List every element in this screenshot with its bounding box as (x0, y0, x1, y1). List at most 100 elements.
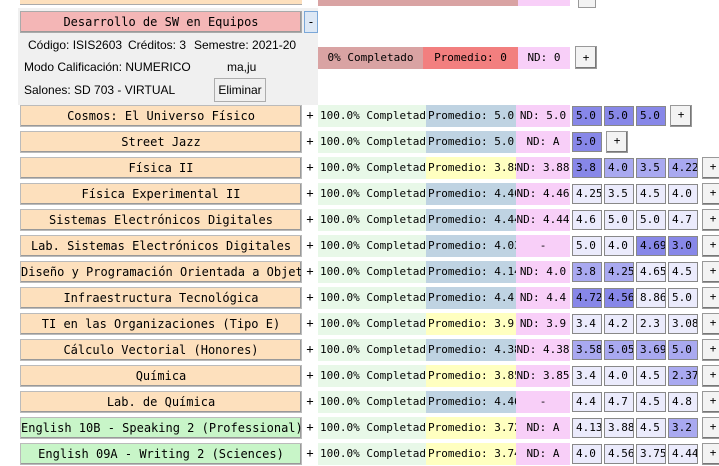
add-grade-button[interactable]: + (702, 209, 719, 231)
grade-cell[interactable]: 3.8 (572, 262, 602, 282)
grade-cell[interactable]: 5.0 (668, 288, 698, 308)
expand-course-icon[interactable]: + (306, 212, 314, 226)
expand-course-icon[interactable]: + (306, 264, 314, 278)
expand-course-icon[interactable]: + (306, 368, 314, 382)
add-grade-button[interactable]: + (702, 391, 719, 413)
grade-cell[interactable]: 5.0 (604, 210, 634, 230)
grade-cell[interactable]: 8.86 (636, 288, 666, 308)
add-grade-button[interactable]: + (702, 339, 719, 361)
delete-button[interactable]: Eliminar (214, 78, 266, 102)
expand-course-icon[interactable]: + (306, 238, 314, 252)
grade-cell[interactable]: 5.0 (604, 106, 634, 126)
course-name-button[interactable]: Lab. Sistemas Electrónicos Digitales (20, 235, 302, 257)
grade-cell[interactable]: 3.08 (668, 314, 698, 334)
course-name-button[interactable]: Cálculo Vectorial (Honores) (20, 339, 302, 361)
add-grade-button[interactable]: + (702, 235, 719, 257)
grade-cell[interactable]: 4.6 (572, 210, 602, 230)
grade-cell[interactable]: 4.13 (572, 418, 602, 438)
grade-cell[interactable]: 3.5 (636, 158, 666, 178)
grade-cell[interactable]: 3.2 (668, 418, 698, 438)
grade-cell[interactable]: 4.25 (572, 184, 602, 204)
add-grade-button[interactable]: + (702, 443, 719, 465)
grade-cell[interactable]: 5.05 (604, 340, 634, 360)
course-name-button[interactable]: Sistemas Electrónicos Digitales (20, 209, 302, 231)
expand-course-icon[interactable]: + (306, 186, 314, 200)
grade-cell[interactable]: 3.5 (604, 184, 634, 204)
expanded-add-grade-button[interactable]: + (575, 46, 597, 69)
grade-cell[interactable]: 3.58 (572, 340, 602, 360)
add-grade-button[interactable]: + (702, 365, 719, 387)
add-grade-button[interactable]: + (702, 157, 719, 179)
grade-cell[interactable]: 4.2 (604, 314, 634, 334)
grade-cell[interactable]: 3.75 (636, 444, 666, 464)
grade-cell[interactable]: 4.22 (668, 158, 698, 178)
course-promedio: Promedio: 4.44 (426, 209, 516, 231)
course-name-button[interactable]: Física II (20, 157, 302, 179)
grade-cell[interactable]: 4.25 (604, 262, 634, 282)
add-grade-button[interactable]: + (702, 313, 719, 335)
grade-cell[interactable]: 5.0 (668, 340, 698, 360)
expand-course-icon[interactable]: + (306, 290, 314, 304)
course-name-button[interactable]: English 09A - Writing 2 (Sciences) (20, 443, 302, 465)
grade-cell[interactable]: 5.0 (572, 236, 602, 256)
course-name-button[interactable]: Cosmos: El Universo Físico (20, 105, 302, 127)
course-name-button[interactable]: Física Experimental II (20, 183, 302, 205)
grade-cell[interactable]: 4.44 (668, 444, 698, 464)
expand-course-icon[interactable]: + (306, 446, 314, 460)
grade-cell[interactable]: 3.4 (572, 366, 602, 386)
grade-cell[interactable]: 2.3 (636, 314, 666, 334)
grade-cell[interactable]: 4.5 (636, 366, 666, 386)
course-name-button[interactable]: Diseño y Programación Orientada a Objet… (20, 261, 302, 283)
grade-cell[interactable]: 4.5 (636, 418, 666, 438)
grade-cell[interactable]: 3.4 (572, 314, 602, 334)
grade-cell[interactable]: 5.0 (572, 132, 602, 152)
grade-cell[interactable]: 4.7 (668, 210, 698, 230)
grade-cell[interactable]: 4.0 (668, 184, 698, 204)
grade-cell[interactable]: 3.0 (668, 236, 698, 256)
add-grade-button[interactable]: + (702, 183, 719, 205)
collapse-button[interactable]: - (304, 11, 318, 33)
add-grade-button[interactable]: + (702, 287, 719, 309)
grade-cell[interactable]: 5.0 (636, 106, 666, 126)
grade-cell[interactable]: 4.56 (604, 444, 634, 464)
course-name-button[interactable]: Química (20, 365, 302, 387)
course-name-button[interactable]: Infraestructura Tecnológica (20, 287, 302, 309)
grade-cell[interactable]: 3.8 (572, 158, 602, 178)
add-grade-button[interactable]: + (670, 105, 692, 127)
grade-cell[interactable]: 4.7 (604, 392, 634, 412)
grade-cell[interactable]: 4.8 (668, 392, 698, 412)
grade-cell[interactable]: 4.72 (572, 288, 602, 308)
grade-cell[interactable]: 4.65 (636, 262, 666, 282)
add-grade-button[interactable]: + (606, 131, 628, 153)
top-partial-button (578, 0, 596, 8)
expand-course-icon[interactable]: + (306, 394, 314, 408)
grade-cell[interactable]: 5.0 (636, 210, 666, 230)
grade-cell[interactable]: 4.69 (636, 236, 666, 256)
grade-cell[interactable]: 4.5 (636, 392, 666, 412)
grade-cell[interactable]: 4.0 (572, 444, 602, 464)
add-grade-button[interactable]: + (702, 261, 719, 283)
grade-cell[interactable]: 5.0 (572, 106, 602, 126)
course-name-button[interactable]: English 10B - Speaking 2 (Professional) (20, 417, 302, 439)
expand-course-icon[interactable]: + (306, 316, 314, 330)
grade-cell[interactable]: 4.56 (604, 288, 634, 308)
add-grade-button[interactable]: + (702, 417, 719, 439)
course-name-button[interactable]: Street Jazz (20, 131, 302, 153)
expand-course-icon[interactable]: + (306, 134, 314, 148)
expand-course-icon[interactable]: + (306, 108, 314, 122)
grade-cell[interactable]: 3.69 (636, 340, 666, 360)
course-name-button[interactable]: TI en las Organizaciones (Tipo E) (20, 313, 302, 335)
grade-cell[interactable]: 4.0 (604, 366, 634, 386)
grade-cell[interactable]: 3.88 (604, 418, 634, 438)
grade-cell[interactable]: 4.0 (604, 236, 634, 256)
grade-cell[interactable]: 4.0 (604, 158, 634, 178)
grade-cell[interactable]: 4.4 (572, 392, 602, 412)
expand-course-icon[interactable]: + (306, 420, 314, 434)
expand-course-icon[interactable]: + (306, 342, 314, 356)
grade-cell[interactable]: 4.5 (636, 184, 666, 204)
expand-course-icon[interactable]: + (306, 160, 314, 174)
grade-cell[interactable]: 4.5 (668, 262, 698, 282)
expanded-course-name[interactable]: Desarrollo de SW en Equipos (20, 11, 302, 33)
grade-cell[interactable]: 2.37 (668, 366, 698, 386)
course-name-button[interactable]: Lab. de Química (20, 391, 302, 413)
